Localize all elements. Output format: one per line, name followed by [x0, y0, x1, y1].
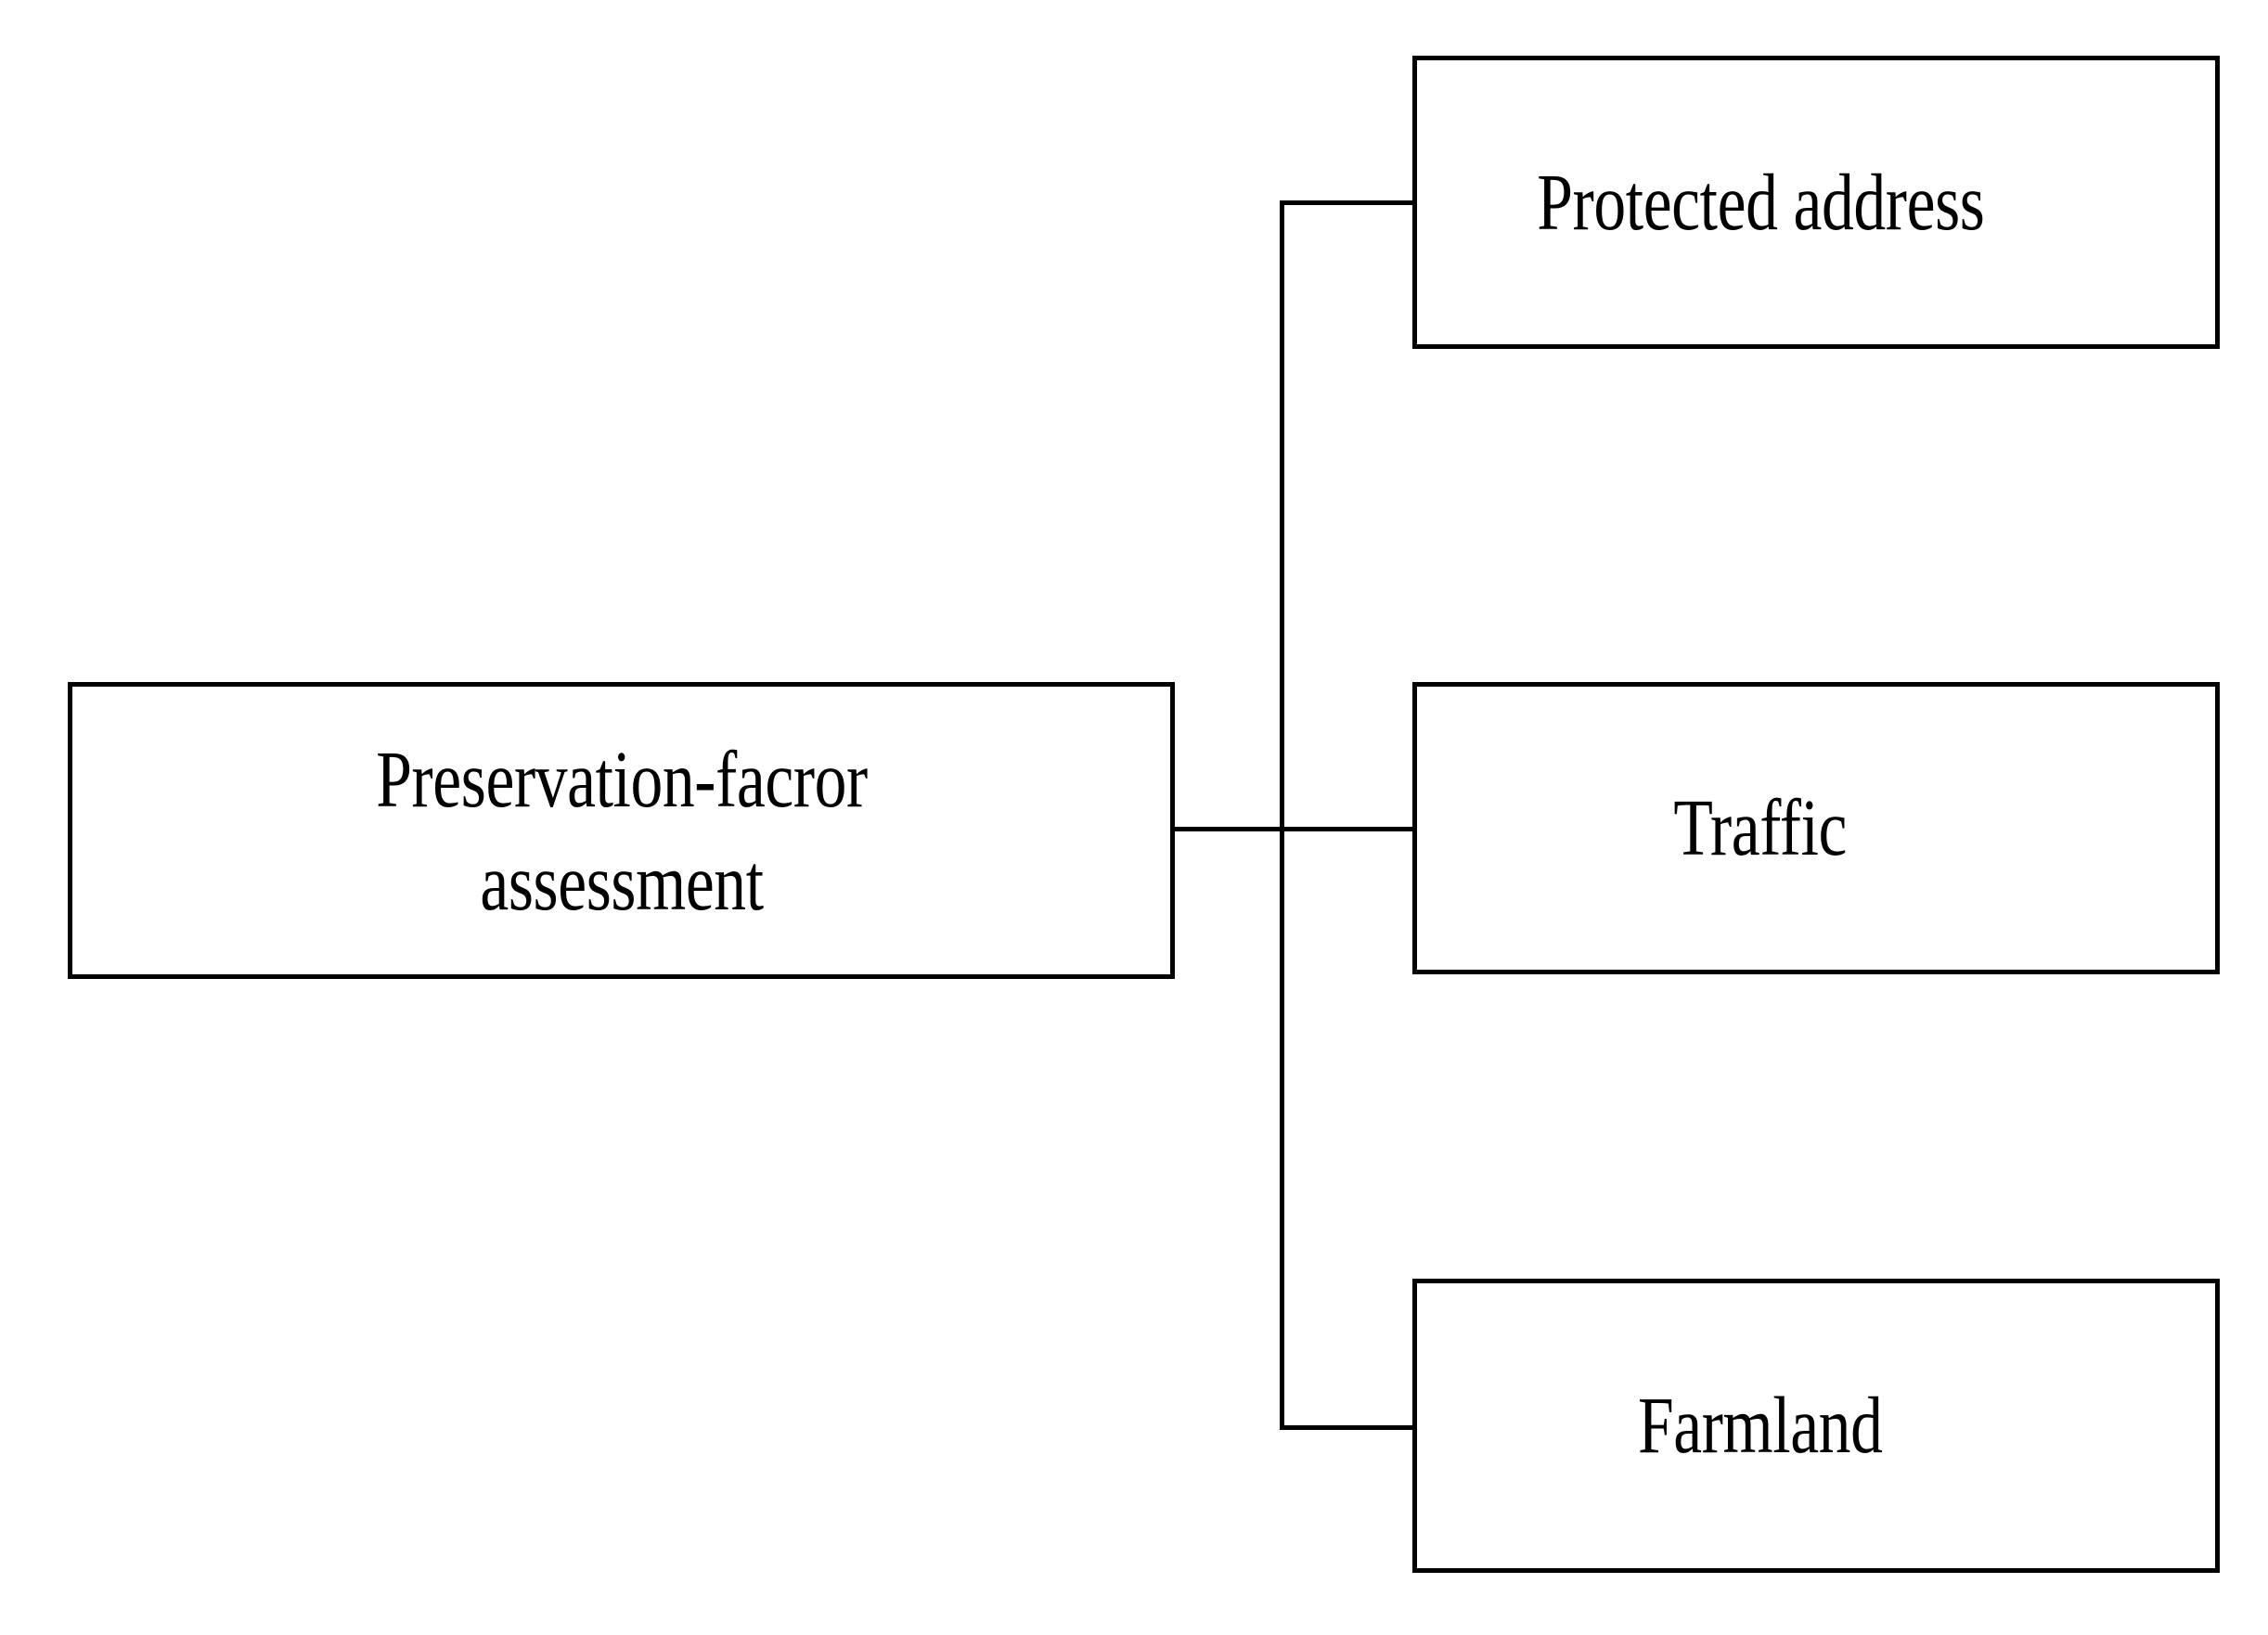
connector-vertical-trunk — [1280, 200, 1284, 1430]
connector-branch-farmland — [1280, 1425, 1415, 1430]
node-label-traffic: Traffic — [1673, 782, 1848, 873]
connector-branch-traffic — [1280, 827, 1415, 831]
connector-branch-protected-address — [1280, 200, 1415, 205]
node-label-preservation-factor-assessment: Preservation-facror assessment — [375, 733, 868, 927]
node-label-farmland: Farmland — [1638, 1380, 1883, 1471]
node-preservation-factor-assessment[interactable]: Preservation-facror assessment — [68, 682, 1175, 979]
node-label-protected-address: Protected address — [1536, 156, 1985, 247]
node-protected-address[interactable]: Protected address — [1412, 56, 2220, 349]
connector-root-stub — [1173, 827, 1284, 831]
node-traffic[interactable]: Traffic — [1412, 682, 2220, 974]
node-farmland[interactable]: Farmland — [1412, 1279, 2220, 1573]
